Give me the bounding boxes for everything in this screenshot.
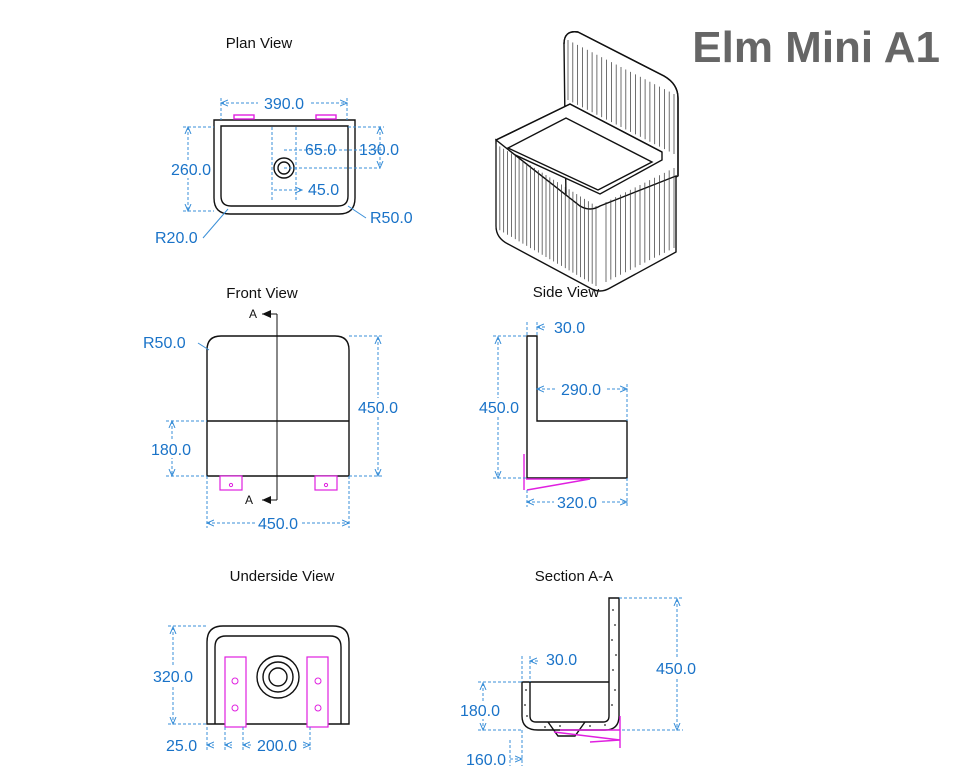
- iso-rim-edge: [495, 103, 663, 153]
- plan-outline: [213, 119, 356, 215]
- front-view-title: Front View: [226, 285, 298, 302]
- front-outline: [206, 335, 350, 477]
- iso-back-edge: [563, 31, 679, 176]
- section-view-title: Section A-A: [535, 568, 613, 585]
- bolt-icon: [231, 677, 239, 685]
- dim-label-bg: [554, 493, 600, 511]
- dim-label-bg: [150, 667, 196, 685]
- leader-line: [197, 342, 210, 351]
- plan-bracket-right: [315, 114, 337, 120]
- plan-dim-width: 390.0: [264, 96, 304, 113]
- dim-label-bg: [255, 514, 301, 532]
- isometric-view: [495, 31, 679, 292]
- dim-label-bg: [555, 380, 607, 398]
- concrete-speck: [524, 704, 526, 706]
- side-dim-depth: 320.0: [557, 495, 597, 512]
- side-outline: [526, 335, 628, 479]
- section-dim-height: 450.0: [656, 661, 696, 678]
- front-dim-width: 450.0: [258, 516, 298, 533]
- dim-label-bg: [253, 736, 301, 754]
- drawing-title: Elm Mini A1: [692, 23, 940, 72]
- concrete-speck: [544, 726, 546, 728]
- concrete-speck: [612, 669, 614, 671]
- concrete-speck: [525, 689, 527, 691]
- concrete-speck: [614, 689, 616, 691]
- dim-label-bg: [652, 659, 700, 677]
- concrete-speck: [615, 654, 617, 656]
- plan-bracket-left: [233, 114, 255, 120]
- section-mark-top: A: [249, 307, 257, 321]
- underside-inner-outline: [214, 635, 342, 724]
- leader-line: [202, 208, 229, 239]
- bolt-icon: [231, 704, 239, 712]
- side-dim-height: 450.0: [479, 400, 519, 417]
- section-dim-basin: 180.0: [460, 703, 500, 720]
- plan-view: Plan View 390.0 260.0 65.0 130.0 45.0 R5…: [155, 35, 413, 247]
- section-bracket: [553, 716, 621, 748]
- underside-dim-offset: 25.0: [166, 738, 197, 755]
- iso-basin-opening: [506, 117, 654, 191]
- section-view: Section A-A 30.0 450.0 180.0 160.0: [458, 568, 700, 769]
- underside-outline: [206, 625, 350, 725]
- bolt-icon: [314, 677, 322, 685]
- concrete-speck: [604, 724, 606, 726]
- side-dim-thickness: 30.0: [554, 320, 585, 337]
- dim-label-bg: [148, 440, 194, 458]
- dim-label-bg: [355, 398, 401, 416]
- plan-dim-hole-y: 65.0: [305, 142, 336, 159]
- concrete-speck: [611, 639, 613, 641]
- plan-inner-outline: [220, 125, 349, 207]
- bolt-icon: [228, 482, 234, 488]
- plan-dim-r-corner: R50.0: [370, 210, 413, 227]
- section-dim-offset: 160.0: [466, 752, 506, 769]
- side-dim-inner-depth: 290.0: [561, 382, 601, 399]
- dim-label-bg: [167, 160, 213, 178]
- underside-view: Underside View 320.0 25.0 200.0: [150, 568, 350, 755]
- underside-view-title: Underside View: [230, 568, 335, 585]
- concrete-speck: [612, 609, 614, 611]
- underside-waste-outer: [256, 655, 300, 699]
- side-view: Side View 30.0 290.0 450.0 320.0: [476, 284, 627, 512]
- plan-dim-hole-d: 45.0: [308, 182, 339, 199]
- underside-waste-inner: [268, 667, 288, 687]
- front-dim-radius: R50.0: [143, 335, 186, 352]
- front-view: Front View A A R50.0 450.0 180.0 450.0: [143, 285, 401, 533]
- underside-bracket-right: [306, 656, 329, 728]
- underside-waste-mid: [262, 661, 294, 693]
- concrete-speck: [589, 725, 591, 727]
- front-dim-basin: 180.0: [151, 442, 191, 459]
- section-mark-bottom: A: [245, 493, 253, 507]
- front-dim-height: 450.0: [358, 400, 398, 417]
- underside-dim-depth: 320.0: [153, 669, 193, 686]
- concrete-speck: [614, 624, 616, 626]
- iso-ribbing: [495, 40, 675, 286]
- dim-label-bg: [258, 94, 310, 112]
- concrete-speck: [526, 715, 528, 717]
- side-view-title: Side View: [533, 284, 600, 301]
- plan-view-title: Plan View: [226, 35, 293, 52]
- side-bracket-arm: [526, 478, 591, 491]
- plan-dim-depth: 260.0: [171, 162, 211, 179]
- underside-bracket-left: [224, 656, 247, 728]
- section-waste-outlet: [547, 721, 586, 737]
- underside-dim-bracket-span: 200.0: [257, 738, 297, 755]
- iso-front-body: [495, 138, 677, 292]
- dim-label-bg: [476, 398, 522, 416]
- leader-line: [347, 205, 367, 219]
- plan-dim-hole-x: 130.0: [359, 142, 399, 159]
- plan-dim-r-inner: R20.0: [155, 230, 198, 247]
- section-dim-wall: 30.0: [546, 652, 577, 669]
- bolt-icon: [314, 704, 322, 712]
- concrete-hatching: [524, 609, 617, 728]
- bolt-icon: [323, 482, 329, 488]
- dim-label-bg: [458, 701, 506, 719]
- concrete-speck: [559, 725, 561, 727]
- concrete-speck: [611, 704, 613, 706]
